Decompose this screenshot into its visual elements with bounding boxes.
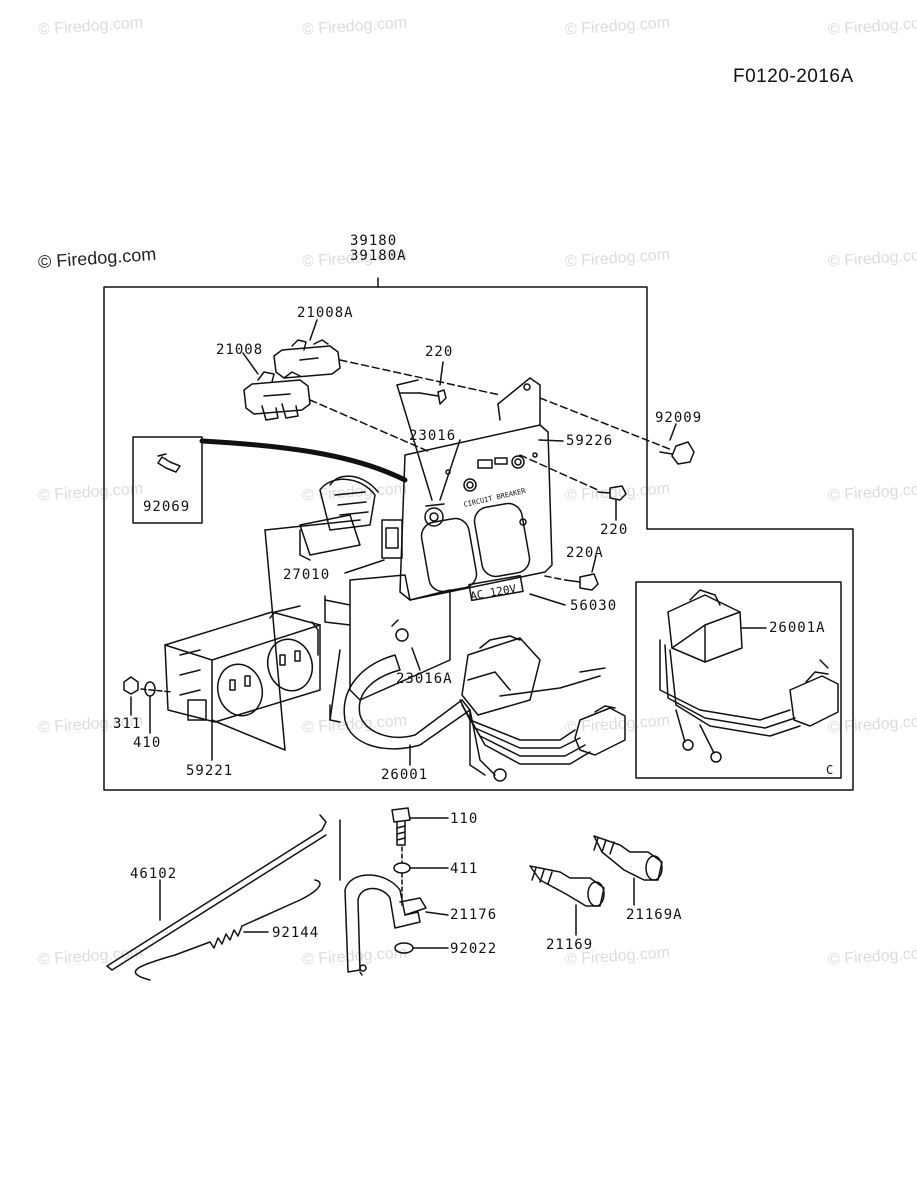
- part-27010[interactable]: 27010: [283, 567, 331, 583]
- part-56030[interactable]: 56030: [570, 598, 618, 614]
- terminal-21169a-icon: [593, 835, 663, 881]
- diagram-code: F0120-2016A: [733, 66, 854, 87]
- screw-220a-icon: [579, 573, 599, 591]
- terminal-21169-icon: [529, 865, 605, 907]
- switch-23016a-icon: [395, 628, 409, 642]
- wiring-harness-26001: [343, 654, 471, 750]
- part-92009[interactable]: 92009: [655, 410, 703, 426]
- bolt-110-icon: [391, 807, 411, 823]
- part-21008A[interactable]: 21008A: [297, 305, 354, 321]
- part-23016[interactable]: 23016: [409, 428, 457, 444]
- part-411[interactable]: 411: [450, 861, 479, 877]
- part-220-right[interactable]: 220: [600, 522, 629, 538]
- clamp-21176-icon: [344, 874, 421, 973]
- part-46102[interactable]: 46102: [130, 866, 178, 882]
- part-23016A[interactable]: 23016A: [396, 671, 453, 687]
- main-assembly-frame: [103, 286, 854, 791]
- screw-92009-icon: [671, 441, 695, 465]
- control-panel-59226: [399, 424, 553, 601]
- inset-c-tag: C: [826, 763, 835, 777]
- part-39180[interactable]: 39180: [350, 233, 398, 249]
- receptacle-21008a-icon: [273, 345, 341, 379]
- part-220A[interactable]: 220A: [566, 545, 604, 561]
- part-110[interactable]: 110: [450, 811, 479, 827]
- terminal-box-92069: [132, 436, 203, 524]
- part-21008[interactable]: 21008: [216, 342, 264, 358]
- cable: [199, 438, 408, 483]
- lower-panel: [349, 574, 451, 701]
- inset-c-frame: [635, 581, 842, 779]
- washer-92022-icon: [394, 942, 414, 954]
- switch-27010-icon: [381, 519, 403, 559]
- part-59221[interactable]: 59221: [186, 763, 234, 779]
- part-220-top[interactable]: 220: [425, 344, 454, 360]
- part-21169A[interactable]: 21169A: [626, 907, 683, 923]
- washer-411-icon: [393, 862, 411, 874]
- part-59226[interactable]: 59226: [566, 433, 614, 449]
- receptacle-21008-icon: [243, 379, 311, 415]
- part-410[interactable]: 410: [133, 735, 162, 751]
- part-21176[interactable]: 21176: [450, 907, 498, 923]
- part-39180A[interactable]: 39180A: [350, 248, 407, 264]
- part-311[interactable]: 311: [113, 716, 142, 732]
- part-26001[interactable]: 26001: [381, 767, 429, 783]
- part-92069[interactable]: 92069: [143, 499, 191, 515]
- nut-311-icon: [123, 676, 139, 695]
- part-92022[interactable]: 92022: [450, 941, 498, 957]
- rod-46102-icon: [106, 814, 327, 967]
- part-21169[interactable]: 21169: [546, 937, 594, 953]
- connector-26001-icon: [461, 637, 541, 716]
- part-92144[interactable]: 92144: [272, 925, 320, 941]
- spring-92144-icon: [134, 941, 211, 981]
- part-26001A[interactable]: 26001A: [769, 620, 826, 636]
- screw-220-right-icon: [609, 485, 627, 501]
- screw-220-icon: [437, 389, 447, 405]
- switch-23016-icon: [424, 507, 444, 527]
- terminal-92069-icon: [157, 456, 181, 473]
